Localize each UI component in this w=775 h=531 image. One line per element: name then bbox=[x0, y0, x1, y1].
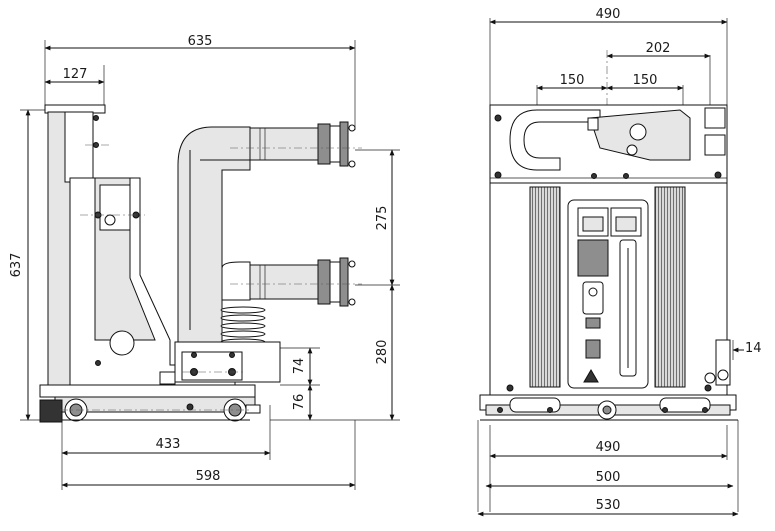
dim-127: 127 bbox=[63, 67, 88, 82]
dim-202: 202 bbox=[646, 41, 671, 56]
dim-530: 530 bbox=[596, 498, 621, 513]
open-button[interactable] bbox=[615, 216, 637, 232]
dim-74: 74 bbox=[292, 358, 307, 375]
dim-275: 275 bbox=[375, 206, 390, 231]
dim-280: 280 bbox=[375, 340, 390, 365]
operation-counter bbox=[588, 287, 598, 297]
front-view: 490 202 150 150 14 490 500 530 bbox=[477, 7, 762, 517]
truck-frame bbox=[39, 384, 256, 398]
dim-150-right: 150 bbox=[633, 73, 658, 88]
dim-490-top: 490 bbox=[596, 7, 621, 22]
bellows bbox=[220, 306, 266, 346]
dim-150-left: 150 bbox=[560, 73, 585, 88]
pole-column bbox=[177, 126, 251, 343]
dim-598: 598 bbox=[196, 469, 221, 484]
terminal-loop bbox=[509, 109, 601, 171]
dim-433: 433 bbox=[156, 437, 181, 452]
rear-wheel-block bbox=[39, 399, 63, 423]
warning-icon bbox=[583, 369, 599, 383]
dim-76: 76 bbox=[292, 394, 307, 411]
dim-490-base: 490 bbox=[596, 440, 621, 455]
dim-14: 14 bbox=[745, 341, 762, 356]
dim-635: 635 bbox=[188, 34, 213, 49]
nameplate bbox=[577, 239, 609, 277]
side-view: 635 127 637 275 280 74 76 433 598 bbox=[9, 34, 400, 490]
close-button[interactable] bbox=[582, 216, 604, 232]
dim-500: 500 bbox=[596, 470, 621, 485]
left-fins bbox=[529, 186, 561, 388]
dim-637: 637 bbox=[9, 253, 24, 278]
right-fins bbox=[654, 186, 686, 388]
